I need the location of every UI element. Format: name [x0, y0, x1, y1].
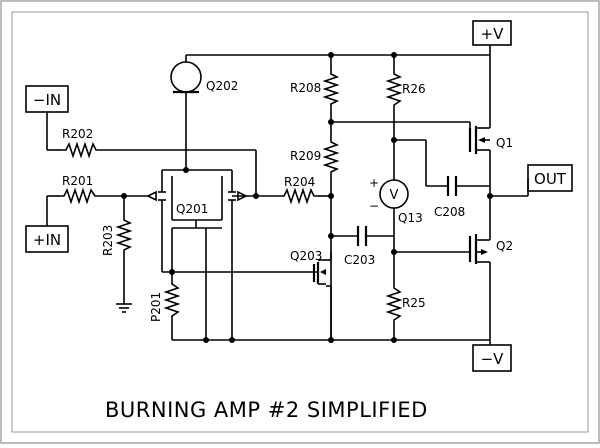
pos-supply-label: +V — [481, 25, 505, 43]
r202-resistor — [62, 141, 100, 159]
output-label: OUT — [534, 170, 567, 188]
p201-resistor — [163, 280, 181, 322]
output-port: OUT — [527, 164, 573, 192]
r25-label: R25 — [402, 296, 426, 310]
inv-input-port: −IN — [25, 85, 69, 113]
r204-resistor — [280, 187, 318, 205]
r201-resistor — [60, 187, 100, 205]
q13-voltmeter: V + − — [369, 176, 409, 213]
q203-transistor — [312, 259, 331, 285]
component-labels: Q202 R202 R201 R203 Q201 P201 R208 R209 … — [62, 79, 513, 322]
voltmeter-plus: + — [369, 176, 379, 190]
r202-label: R202 — [62, 127, 93, 141]
pos-supply-port: +V — [472, 20, 512, 46]
noninv-input-port: +IN — [25, 225, 69, 253]
r203-label: R203 — [101, 225, 115, 256]
q203-label: Q203 — [290, 249, 322, 263]
r203-resistor — [115, 216, 133, 252]
inv-input-label: −IN — [33, 91, 61, 109]
q201-left-gate-arrow — [146, 190, 157, 202]
q2-label: Q2 — [496, 239, 513, 253]
diagram-title: BURNING AMP #2 SIMPLIFIED — [105, 398, 428, 422]
r26-resistor — [385, 70, 403, 110]
r209-resistor — [322, 140, 340, 174]
voltmeter-symbol: V — [390, 188, 399, 203]
r209-label: R209 — [290, 149, 321, 163]
c208-capacitor — [446, 176, 458, 196]
voltmeter-minus: − — [369, 199, 379, 213]
wires — [46, 45, 529, 345]
capacitors — [356, 176, 458, 246]
junction-dots — [121, 52, 493, 343]
c208-label: C208 — [434, 205, 465, 219]
ground-symbol — [116, 303, 132, 313]
q202-transistor — [170, 61, 202, 94]
neg-supply-port: −V — [472, 344, 512, 372]
q201-right-gate-arrow — [237, 190, 248, 202]
r204-label: R204 — [284, 175, 315, 189]
c203-capacitor — [356, 226, 368, 246]
resistors — [60, 70, 403, 326]
q1-label: Q1 — [496, 136, 513, 150]
r208-resistor — [322, 70, 340, 108]
q2-transistor — [468, 234, 490, 264]
r201-label: R201 — [62, 174, 93, 188]
q1-transistor — [468, 126, 490, 154]
r25-resistor — [385, 284, 403, 326]
noninv-input-label: +IN — [33, 231, 61, 249]
neg-supply-label: −V — [481, 350, 505, 368]
q201-label: Q201 — [176, 202, 208, 216]
q13-label: Q13 — [398, 211, 423, 225]
q202-label: Q202 — [206, 79, 238, 93]
r208-label: R208 — [290, 81, 321, 95]
c203-label: C203 — [344, 253, 375, 267]
r26-label: R26 — [402, 82, 426, 96]
q201-transistor-pair — [146, 190, 248, 202]
p201-label: P201 — [149, 292, 163, 322]
inner-border — [11, 11, 589, 433]
